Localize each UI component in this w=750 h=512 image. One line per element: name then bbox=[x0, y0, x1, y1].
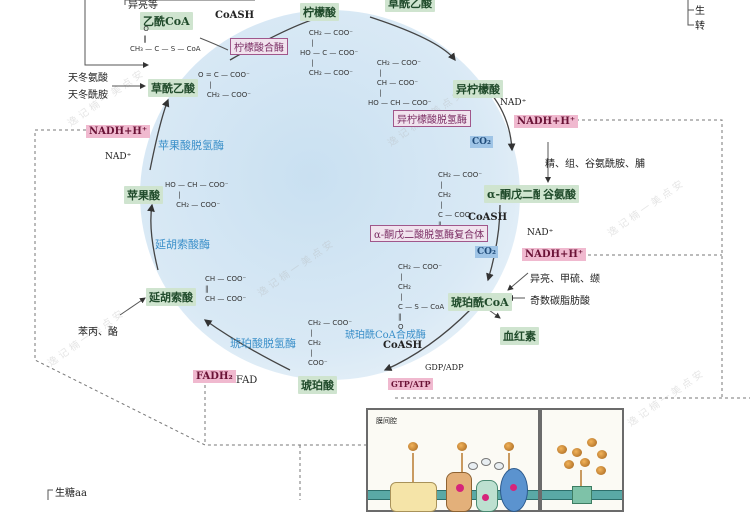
metabolite-oxaloacetate-top[interactable]: 草酰乙酸 bbox=[385, 0, 435, 12]
atp-synthase-inset bbox=[540, 408, 624, 512]
proton-arrow bbox=[508, 453, 510, 479]
input-aspartate: 天冬氨酸 bbox=[68, 73, 108, 84]
right-edge-label: 转 bbox=[695, 21, 705, 32]
cofactor-nad: NAD⁺ bbox=[500, 98, 527, 108]
cofactor-fadh2: FADH₂ bbox=[193, 370, 236, 383]
enzyme-succinyl-coa-synthetase[interactable]: 琥珀酰CoA合成酶 bbox=[345, 330, 426, 341]
proton-arrow bbox=[461, 453, 463, 479]
proton-icon bbox=[557, 445, 567, 454]
complex-i bbox=[390, 482, 437, 512]
ubiquinone-icon bbox=[481, 458, 491, 466]
input-ile-met-val: 异亮、甲硫、缬 bbox=[530, 274, 600, 285]
structure-malate: HO — CH — COO⁻ | CH₂ — COO⁻ bbox=[165, 181, 229, 209]
structure-oxaloacetate: O = C — COO⁻ | CH₂ — COO⁻ bbox=[198, 71, 251, 99]
proton-icon bbox=[408, 442, 418, 451]
proton-icon bbox=[564, 460, 574, 469]
metabolite-heme[interactable]: 血红素 bbox=[500, 327, 539, 345]
electron-transport-inset: 膜间腔 bbox=[366, 408, 540, 512]
proton-icon bbox=[580, 458, 590, 467]
proton-icon bbox=[457, 442, 467, 451]
proton-icon bbox=[587, 438, 597, 447]
enzyme-isocitrate-dehydrogenase[interactable]: 异柠檬酸脱氢酶 bbox=[393, 110, 471, 127]
metabolite-citrate[interactable]: 柠檬酸 bbox=[300, 3, 339, 21]
heme-center bbox=[510, 484, 517, 491]
structure-citrate: CH₂ — COO⁻ | HO — C — COO⁻ | CH₂ — COO⁻ bbox=[300, 29, 359, 77]
metabolite-oxaloacetate[interactable]: 草酰乙酸 bbox=[148, 79, 198, 97]
complex-iii bbox=[446, 472, 472, 512]
proton-arrow bbox=[580, 470, 582, 490]
structure-isocitrate: CH₂ — COO⁻ | CH — COO⁻ | HO — CH — COO⁻ bbox=[368, 59, 432, 107]
proton-icon bbox=[597, 450, 607, 459]
cofactor-nad: NAD⁺ bbox=[527, 228, 554, 238]
proton-icon bbox=[596, 466, 606, 475]
ubiquinone-icon bbox=[468, 462, 478, 470]
tca-cycle-background bbox=[140, 10, 520, 380]
input-asparagine: 天冬酰胺 bbox=[68, 90, 108, 101]
metabolite-succinyl-coa[interactable]: 琥珀酰CoA bbox=[448, 293, 512, 311]
cofactor-nad: NAD⁺ bbox=[105, 152, 132, 162]
intermembrane-space-label: 膜间腔 bbox=[376, 417, 397, 425]
proton-icon bbox=[504, 442, 514, 451]
enzyme-alpha-kg-dehydrogenase-complex[interactable]: α-酮戊二酸脱氢酶复合体 bbox=[370, 225, 489, 242]
input-glutamate-sources: 精、组、谷氨酰胺、脯 bbox=[545, 159, 645, 170]
cofactor-nadh: NADH+H⁺ bbox=[522, 248, 587, 261]
metabolite-fumarate[interactable]: 延胡索酸 bbox=[146, 288, 196, 306]
cofactor-nadh: NADH+H⁺ bbox=[86, 125, 151, 138]
metabolite-alpha-ketoglutarate[interactable]: α-酮戊二酸 bbox=[484, 185, 548, 203]
cofactor-coash: CoASH bbox=[383, 340, 423, 351]
structure-succinate: CH₂ — COO⁻ | CH₂ | COO⁻ bbox=[308, 319, 353, 367]
cofactor-gdp-adp: GDP/ADP bbox=[425, 363, 464, 372]
input-label-top: 异亮等 bbox=[128, 0, 158, 11]
cofactor-nadh: NADH+H⁺ bbox=[514, 115, 579, 128]
cofactor-coash: CoASH bbox=[468, 212, 508, 223]
glucogenic-aa-label: 生糖aa bbox=[55, 488, 87, 499]
enzyme-citrate-synthase[interactable]: 柠檬酸合酶 bbox=[230, 38, 288, 55]
proton-icon bbox=[572, 448, 582, 457]
structure-succinyl-coa: CH₂ — COO⁻ | CH₂ | C — S — CoA ‖ O bbox=[398, 263, 445, 331]
metabolite-glutamate[interactable]: 谷氨酸 bbox=[540, 185, 579, 203]
metabolite-isocitrate[interactable]: 异柠檬酸 bbox=[453, 80, 503, 98]
metabolite-malate[interactable]: 苹果酸 bbox=[124, 186, 163, 204]
heme-center bbox=[482, 494, 489, 501]
right-edge-label: 生 bbox=[695, 6, 705, 17]
enzyme-succinate-dehydrogenase[interactable]: 琥珀酸脱氢酶 bbox=[230, 337, 296, 350]
metabolite-succinate[interactable]: 琥珀酸 bbox=[298, 376, 337, 394]
cofactor-fad: FAD bbox=[236, 375, 258, 386]
enzyme-malate-dehydrogenase[interactable]: 苹果酸脱氢酶 bbox=[158, 139, 224, 152]
proton-arrow bbox=[412, 453, 414, 483]
structure-acetyl-coa: O ‖ CH₃ — C — S — CoA bbox=[130, 25, 201, 53]
input-odd-fatty-acids: 奇数碳脂肪酸 bbox=[530, 296, 590, 307]
cofactor-co2: CO₂ bbox=[470, 136, 493, 148]
cofactor-gtp-atp: GTP/ATP bbox=[388, 378, 434, 390]
heme-center bbox=[456, 484, 464, 492]
structure-fumarate: CH — COO⁻ ‖ CH — COO⁻ bbox=[205, 275, 247, 303]
ubiquinone-icon bbox=[494, 462, 504, 470]
cofactor-coash: CoASH bbox=[215, 10, 255, 21]
enzyme-fumarase[interactable]: 延胡索酸酶 bbox=[155, 238, 210, 251]
input-phe-tyr: 苯丙、酪 bbox=[78, 327, 118, 338]
metabolite-acetyl-coa[interactable]: 乙酰CoA bbox=[140, 12, 193, 30]
atp-synthase bbox=[572, 486, 592, 504]
cofactor-co2: CO₂ bbox=[475, 246, 498, 258]
